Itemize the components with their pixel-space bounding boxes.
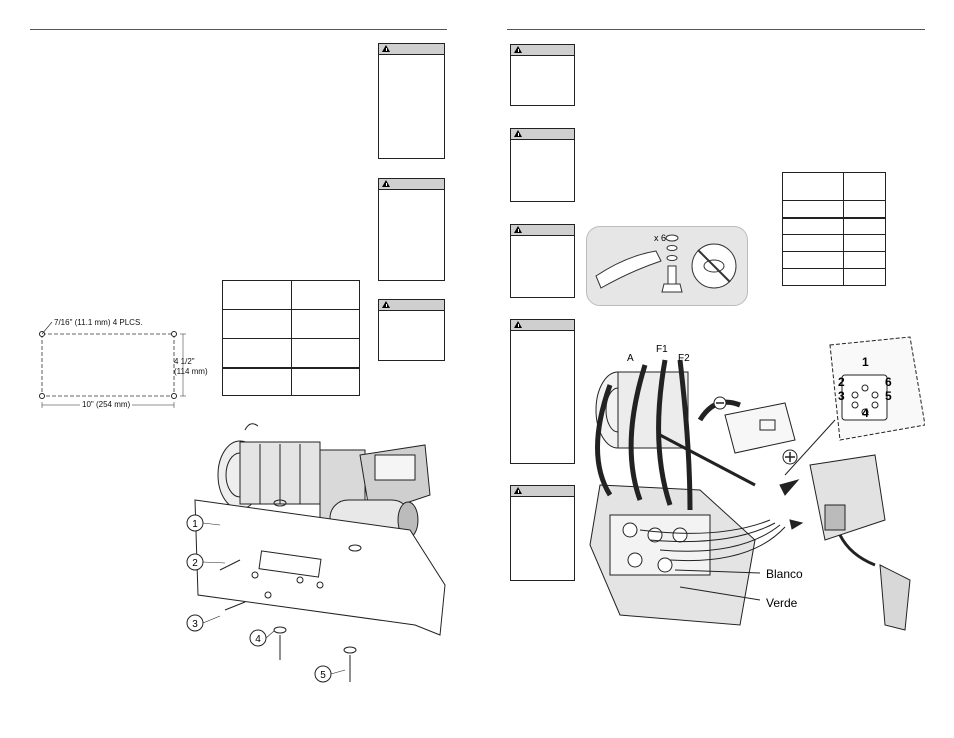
mounting-pattern-diagram xyxy=(39,321,186,408)
warning-triangle-icon xyxy=(514,130,522,137)
right-page-top-rule xyxy=(507,29,925,30)
height-label-in: 4 1/2" xyxy=(174,357,195,366)
warning-triangle-icon xyxy=(382,45,390,52)
warning-triangle-icon xyxy=(382,301,390,308)
wiring-diagram: A F1 F2 1 2 3 6 5 4 Blanco Verde xyxy=(589,336,925,631)
left-page-top-rule xyxy=(30,29,447,30)
multiplier-label: x 6 xyxy=(654,233,666,243)
pin-label-3: 3 xyxy=(838,389,845,403)
terminal-label-f2: F2 xyxy=(678,353,690,364)
warning-box-2 xyxy=(378,178,445,281)
callout-1: 1 xyxy=(192,519,198,530)
height-label-mm: (114 mm) xyxy=(174,367,208,376)
warning-triangle-icon xyxy=(514,487,522,494)
hole-size-label: 7/16" (11.1 mm) 4 PLCS. xyxy=(54,318,143,327)
warning-box-4 xyxy=(510,44,575,106)
warning-triangle-icon xyxy=(514,46,522,53)
winch-exploded-view: 1 2 3 4 5 xyxy=(186,423,446,683)
warning-box-5 xyxy=(510,128,575,202)
warning-box-7 xyxy=(510,319,575,464)
terminal-nut-drawing: x 6 xyxy=(595,233,737,293)
warning-triangle-icon xyxy=(514,321,522,328)
warning-box-6 xyxy=(510,224,575,298)
pin-label-1: 1 xyxy=(862,355,869,369)
warning-triangle-icon xyxy=(382,180,390,187)
wire-label-blanco: Blanco xyxy=(766,567,803,581)
spec-table-left xyxy=(222,280,360,396)
warning-triangle-icon xyxy=(514,226,522,233)
callout-2: 2 xyxy=(192,558,198,569)
pin-label-4: 4 xyxy=(862,406,869,420)
pin-label-5: 5 xyxy=(885,389,892,403)
terminal-label-a: A xyxy=(627,353,634,364)
wire-label-verde: Verde xyxy=(766,596,798,610)
spec-table-right xyxy=(782,172,886,286)
pin-label-6: 6 xyxy=(885,375,892,389)
terminal-label-f1: F1 xyxy=(656,344,668,355)
warning-box-1 xyxy=(378,43,445,159)
callout-5: 5 xyxy=(320,670,326,681)
callout-4: 4 xyxy=(255,634,261,645)
callout-3: 3 xyxy=(192,619,198,630)
warning-box-8 xyxy=(510,485,575,581)
width-label: 10" (254 mm) xyxy=(82,400,131,409)
pin-label-2: 2 xyxy=(838,375,845,389)
warning-box-3 xyxy=(378,299,445,361)
